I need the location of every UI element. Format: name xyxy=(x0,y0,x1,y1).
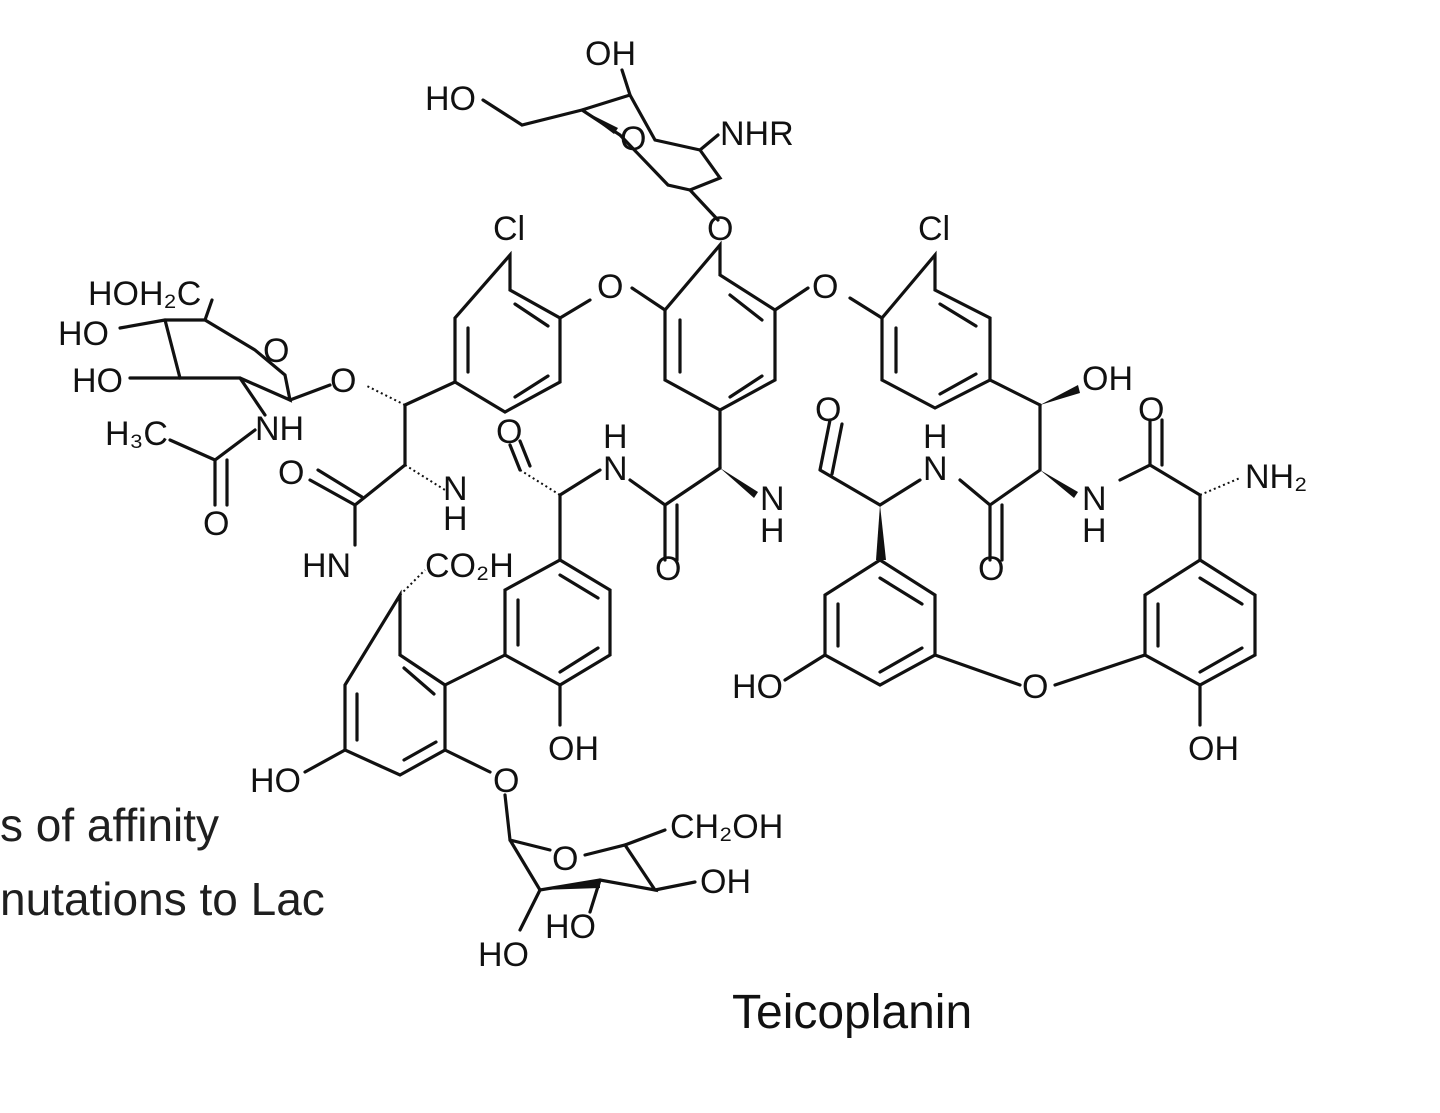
label-cl-right: Cl xyxy=(918,210,950,248)
label-ho-b2: HO xyxy=(478,936,529,974)
wedge-bond xyxy=(1040,470,1078,498)
label-oh-right: OH xyxy=(1082,360,1133,398)
label-ch2oh: CH₂OH xyxy=(670,808,783,846)
label-cl-left: Cl xyxy=(493,210,525,248)
hash-bond xyxy=(519,469,561,496)
hash-bond xyxy=(399,569,426,596)
wedge-bond xyxy=(582,110,618,134)
label-h-4: H xyxy=(923,418,948,456)
label-ho-top: HO xyxy=(425,80,476,118)
label-o-gly-left: O xyxy=(330,362,356,400)
wedge-bond xyxy=(540,880,600,890)
label-n-4: N xyxy=(923,450,948,488)
label-h-2: H xyxy=(603,418,628,456)
label-o-c1: O xyxy=(278,454,304,492)
label-o-c6: O xyxy=(978,550,1004,588)
label-o-bridge-right: O xyxy=(812,268,838,306)
compound-name: Teicoplanin xyxy=(732,986,972,1039)
label-n-2: N xyxy=(603,450,628,488)
label-oh-mid: OH xyxy=(548,730,599,768)
atom-labels: OH HO NHR O O Cl Cl O O HOH₂C HO HO O O … xyxy=(58,35,1307,974)
label-o-ring-bottom: O xyxy=(552,840,578,878)
label-n-5: N xyxy=(1082,480,1107,518)
label-o-ring-left: O xyxy=(263,332,289,370)
label-oh-b: OH xyxy=(700,863,751,901)
label-ho-2: HO xyxy=(72,362,123,400)
wedge-bond xyxy=(1040,385,1080,405)
label-n-3: N xyxy=(760,480,785,518)
label-oh-top: OH xyxy=(585,35,636,73)
label-h-5: H xyxy=(1082,512,1107,550)
label-o-ring-top: O xyxy=(620,120,646,158)
label-o-c3: O xyxy=(815,391,841,429)
side-text-line-1: s of affinity xyxy=(0,799,220,851)
label-o-bridge-left: O xyxy=(597,268,623,306)
bonds xyxy=(118,68,1257,932)
label-nhr: NHR xyxy=(720,115,794,153)
wedge-bond xyxy=(720,468,758,498)
label-ho-1: HO xyxy=(58,315,109,353)
label-hn-left: HN xyxy=(302,547,351,585)
label-h3c: H₃C xyxy=(105,415,168,453)
label-ho-mid: HO xyxy=(732,668,783,706)
label-o-top: O xyxy=(707,210,733,248)
label-o-c5: O xyxy=(655,550,681,588)
label-o-c2: O xyxy=(496,413,522,451)
hash-bond xyxy=(404,464,446,491)
label-hoh2c: HOH₂C xyxy=(88,275,201,313)
label-o-gly-bottom: O xyxy=(493,762,519,800)
label-ho-b1: HO xyxy=(545,908,596,946)
label-nh2: NH₂ xyxy=(1245,458,1307,496)
label-h-1: H xyxy=(443,500,468,538)
label-o-ether: O xyxy=(1022,668,1048,706)
hash-bond xyxy=(1199,477,1241,496)
label-h-3: H xyxy=(760,512,785,550)
label-o-acetyl: O xyxy=(203,505,229,543)
side-text-line-2: nutations to Lac xyxy=(0,873,325,925)
label-n-1: N xyxy=(443,470,468,508)
stereo-bonds xyxy=(364,110,1241,890)
hash-bond xyxy=(364,384,406,406)
label-oh-bottom-right: OH xyxy=(1188,730,1239,768)
label-nh-left: NH xyxy=(255,410,304,448)
label-o-c4: O xyxy=(1138,391,1164,429)
wedge-bond xyxy=(876,505,886,560)
label-ho-bottom: HO xyxy=(250,762,301,800)
label-co2h: CO₂H xyxy=(425,547,514,585)
